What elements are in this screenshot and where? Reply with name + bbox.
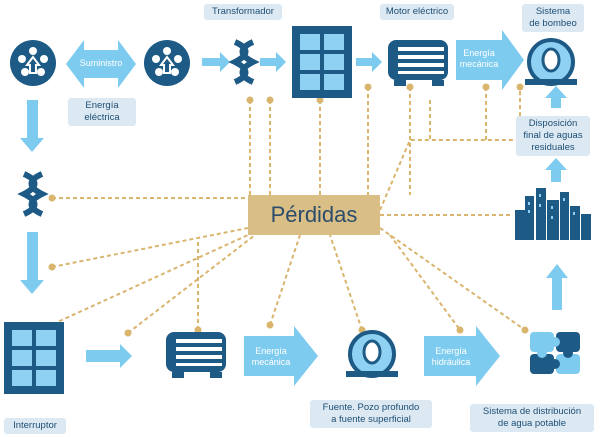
arrow-to-motor-bottom bbox=[86, 344, 132, 368]
arrow-up-pump bbox=[545, 86, 567, 108]
losses-box: Pérdidas bbox=[248, 195, 380, 235]
pump-icon bbox=[344, 330, 400, 379]
energia-electrica-label: Energía eléctrica bbox=[68, 98, 136, 126]
fuente-label: Fuente. Pozo profundo a fuente superfici… bbox=[310, 400, 432, 428]
transformador-label: Transformador bbox=[204, 4, 282, 20]
arrow-up-city bbox=[546, 264, 568, 310]
arrow-energia-hidraulica bbox=[424, 326, 500, 386]
motor-electrico-label: Motor eléctrico bbox=[380, 4, 454, 20]
loss-connectors bbox=[39, 87, 526, 334]
arrow-up-disposicion bbox=[545, 158, 567, 182]
suministro-label: Suministro bbox=[79, 58, 123, 68]
disposicion-label: Disposición final de aguas residuales bbox=[516, 116, 590, 156]
double-arrow-suministro bbox=[66, 40, 136, 88]
generator-icon bbox=[143, 39, 191, 87]
electric-motor-icon bbox=[166, 332, 226, 378]
arrow-1 bbox=[202, 52, 230, 72]
flow-arrows bbox=[20, 30, 568, 386]
loss-connector-dots bbox=[36, 83, 529, 337]
water-distribution-icon bbox=[530, 332, 580, 374]
arrow-2 bbox=[260, 52, 286, 72]
arrow-down-2 bbox=[20, 232, 44, 294]
transformer-icon bbox=[235, 42, 253, 82]
arrow-3 bbox=[356, 52, 382, 72]
interruptor-label: Interruptor bbox=[4, 418, 66, 434]
arrow-energia-mecanica-bottom bbox=[244, 326, 318, 386]
switchboard-icon bbox=[4, 322, 64, 394]
energia-mecanica-top-label: Energía mecánica bbox=[459, 48, 499, 69]
switchboard-icon bbox=[292, 26, 352, 98]
energia-hidraulica-label: Energía hidráulica bbox=[431, 346, 471, 367]
electric-motor-icon bbox=[388, 40, 448, 86]
pump-icon bbox=[523, 38, 579, 87]
arrow-energia-mecanica-top bbox=[456, 30, 524, 90]
energia-mecanica-bottom-label: Energía mecánica bbox=[251, 346, 291, 367]
sistema-distribucion-label: Sistema de distribución de agua potable bbox=[470, 404, 594, 432]
arrow-down-1 bbox=[20, 100, 44, 152]
city-icon bbox=[515, 188, 591, 240]
sistema-bombeo-label: Sistema de bombeo bbox=[522, 4, 584, 32]
transformer-icon bbox=[24, 174, 42, 214]
generator-icon bbox=[9, 39, 57, 87]
